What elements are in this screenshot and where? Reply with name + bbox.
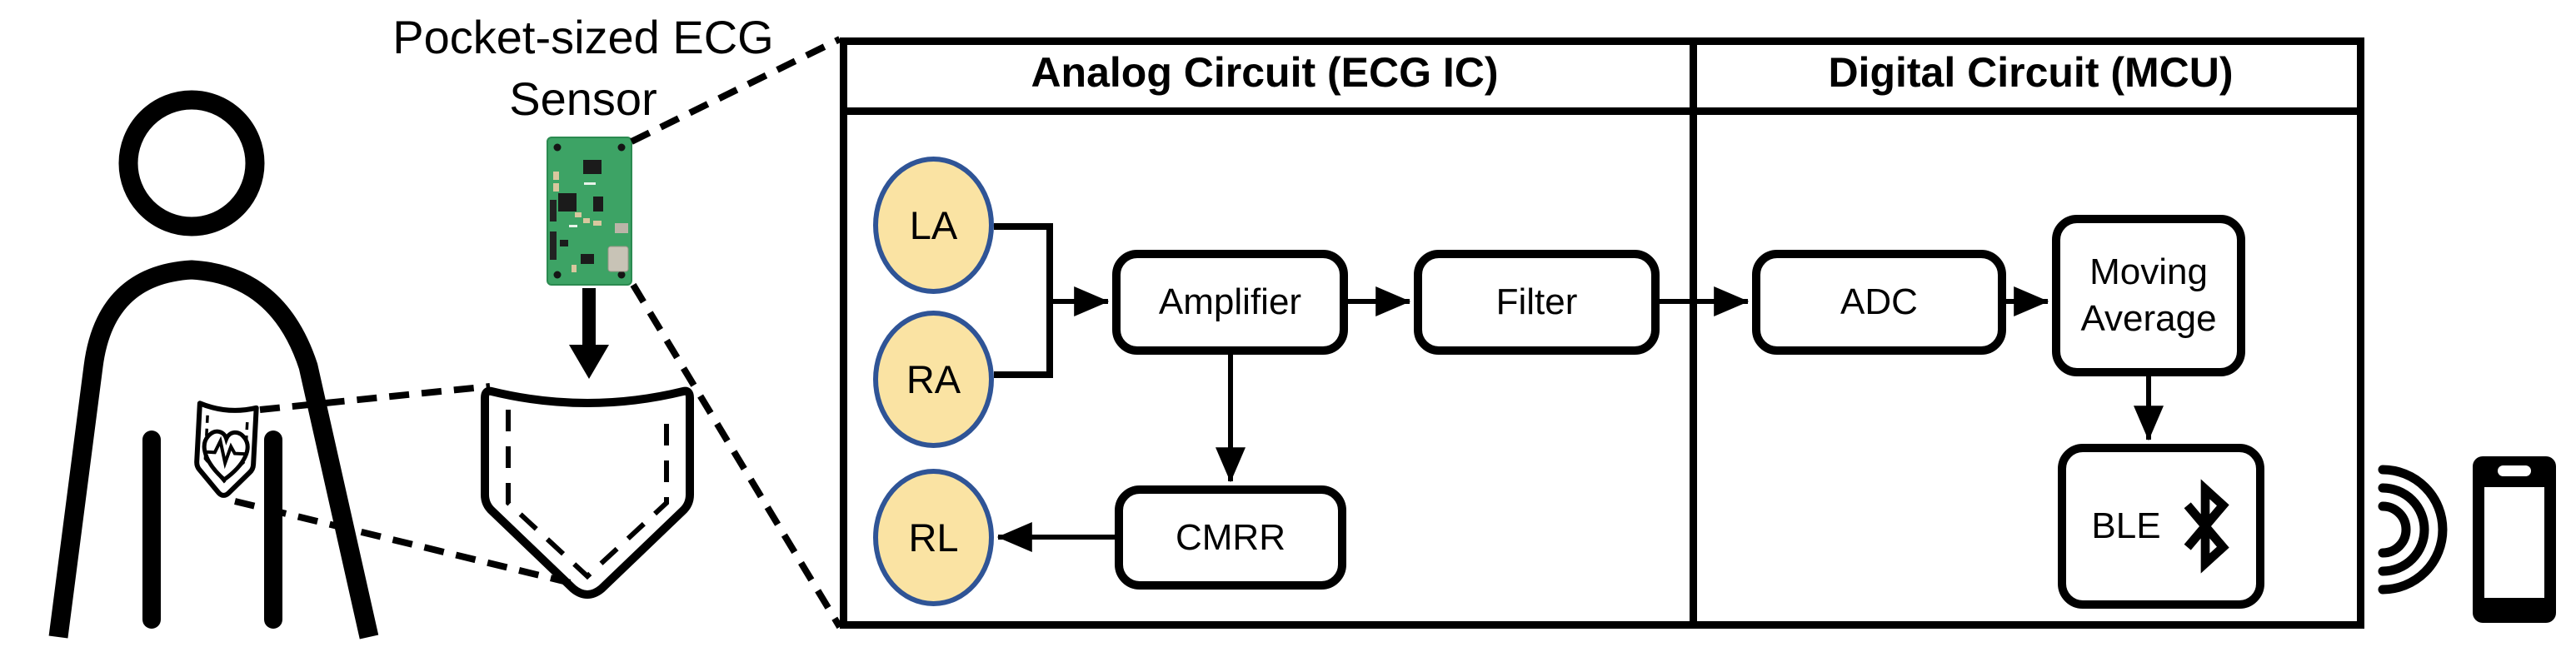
pcb-hole [553, 271, 562, 279]
pcb-hole [617, 271, 626, 279]
dashed-line-pocket-top [259, 383, 491, 413]
dashed-line-pocket-bottom [234, 498, 572, 586]
block-moving-average: Moving Average [2052, 215, 2245, 376]
bluetooth-icon [2184, 479, 2229, 574]
block-ble: BLE [2058, 444, 2264, 609]
block-cmrr: CMRR [1115, 485, 1346, 590]
person-icon [48, 90, 379, 640]
pcb-hole [617, 143, 626, 152]
pcb-icon [547, 137, 632, 286]
big-pocket [481, 386, 694, 599]
digital-section-header: Digital Circuit (MCU) [1828, 49, 2234, 96]
block-filter: Filter [1414, 250, 1660, 355]
big-pocket-outline [481, 386, 694, 599]
electrode-ra: RA [873, 311, 994, 448]
phone-screen [2484, 487, 2544, 598]
down-arrow-icon [569, 288, 609, 379]
chest-pocket [194, 401, 259, 498]
wireless-signal-icon [2378, 465, 2448, 595]
connectors [994, 223, 2164, 552]
heart-pulse-icon [202, 429, 250, 483]
big-pocket-stitching [506, 410, 669, 580]
dashed-line-pcb-to-box-bottom [630, 282, 843, 630]
block-amplifier: Amplifier [1112, 250, 1348, 355]
pcb-hole [553, 143, 562, 152]
analog-section-header: Analog Circuit (ECG IC) [1031, 49, 1499, 96]
person-torso [48, 260, 379, 640]
dashed-line-pcb-to-box-top [630, 36, 841, 145]
zoom-link-lines [234, 36, 843, 630]
ble-label: BLE [2091, 505, 2161, 546]
header-separator [840, 107, 2364, 115]
pulse-line [204, 435, 247, 470]
electrode-rl: RL [873, 469, 994, 606]
phone-speaker-slot [2498, 465, 2531, 476]
block-adc: ADC [1752, 250, 2006, 355]
smartphone-icon [2473, 456, 2556, 623]
electrode-la: LA [873, 157, 994, 294]
section-divider [1690, 37, 1697, 629]
sensor-caption: Pocket-sized ECG Sensor [392, 11, 774, 125]
pcb-components [550, 160, 629, 272]
diagram-outer-box [840, 37, 2364, 629]
person-head [118, 90, 265, 236]
